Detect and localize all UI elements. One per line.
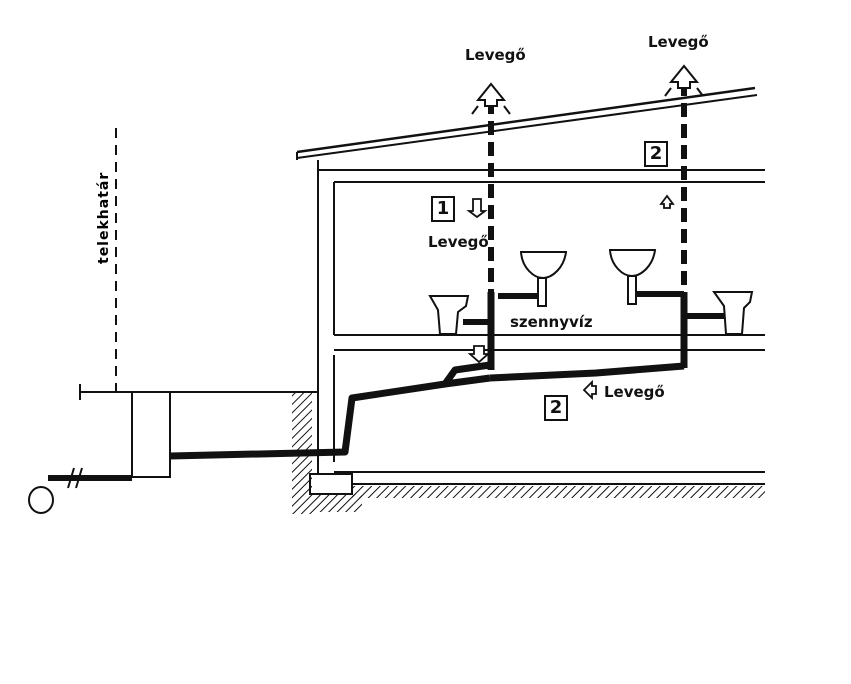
sewage-label: szennyvíz <box>510 313 593 331</box>
number-box-2-lower: 2 <box>544 395 568 421</box>
main-drain-pipe <box>169 361 685 460</box>
arrow-down-3 <box>467 345 491 364</box>
air-label-top-right: Levegő <box>648 33 709 51</box>
number-box-2-upper: 2 <box>644 141 668 167</box>
air-label-top-left: Levegő <box>465 46 526 64</box>
vent-stack-1 <box>471 82 511 370</box>
manhole <box>79 384 292 478</box>
toilet-right <box>712 291 754 335</box>
arrow-down-1 <box>466 198 488 219</box>
sink-right <box>608 249 657 305</box>
branch-pipes <box>463 291 724 325</box>
air-label-middle: Levegő <box>428 233 489 251</box>
building-structure <box>309 160 765 495</box>
flow-arrows <box>466 194 675 401</box>
arrow-up-2 <box>659 194 675 209</box>
vent-stack-2 <box>664 64 704 368</box>
arrow-left-4 <box>582 379 597 401</box>
air-label-bottom: Levegő <box>604 383 665 401</box>
number-box-1: 1 <box>431 196 455 222</box>
toilet-left <box>428 295 470 335</box>
sewer-connection <box>28 467 132 514</box>
roof <box>296 86 758 160</box>
property-line-label: telekhatár <box>96 171 112 264</box>
sink-left <box>519 251 568 307</box>
ground-hatching <box>292 391 765 514</box>
